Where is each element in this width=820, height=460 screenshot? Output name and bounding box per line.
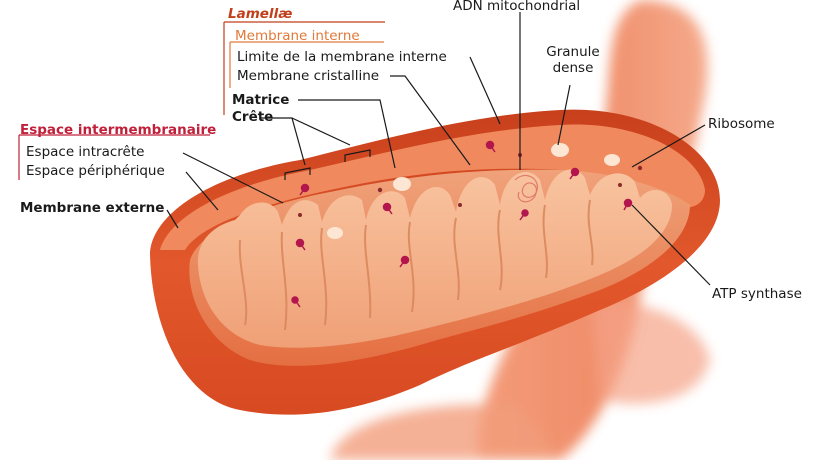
label-espace-intracrete: Espace intracrête xyxy=(26,144,145,160)
label-membrane-interne: Membrane interne xyxy=(235,28,360,44)
label-espace-intermembranaire: Espace intermembranaire xyxy=(20,122,217,138)
label-granule-dense: Granule dense xyxy=(538,44,608,76)
label-atp-synthase: ATP synthase xyxy=(712,286,802,302)
label-membrane-cristalline: Membrane cristalline xyxy=(237,68,380,84)
label-crete: Crête xyxy=(232,109,274,125)
matrix xyxy=(197,140,672,348)
label-espace-peripherique: Espace périphérique xyxy=(26,163,165,179)
label-matrice: Matrice xyxy=(232,92,290,108)
label-limite-membrane-interne: Limite de la membrane interne xyxy=(237,49,447,65)
label-granule-line1: Granule xyxy=(546,44,600,60)
label-granule-line2: dense xyxy=(552,60,594,76)
label-membrane-externe: Membrane externe xyxy=(20,200,165,216)
label-lamellae: Lamellæ xyxy=(228,6,293,22)
label-adn-mitochondrial: ADN mitochondrial xyxy=(453,0,581,14)
leader-lines xyxy=(18,12,711,286)
label-ribosome: Ribosome xyxy=(708,116,775,132)
